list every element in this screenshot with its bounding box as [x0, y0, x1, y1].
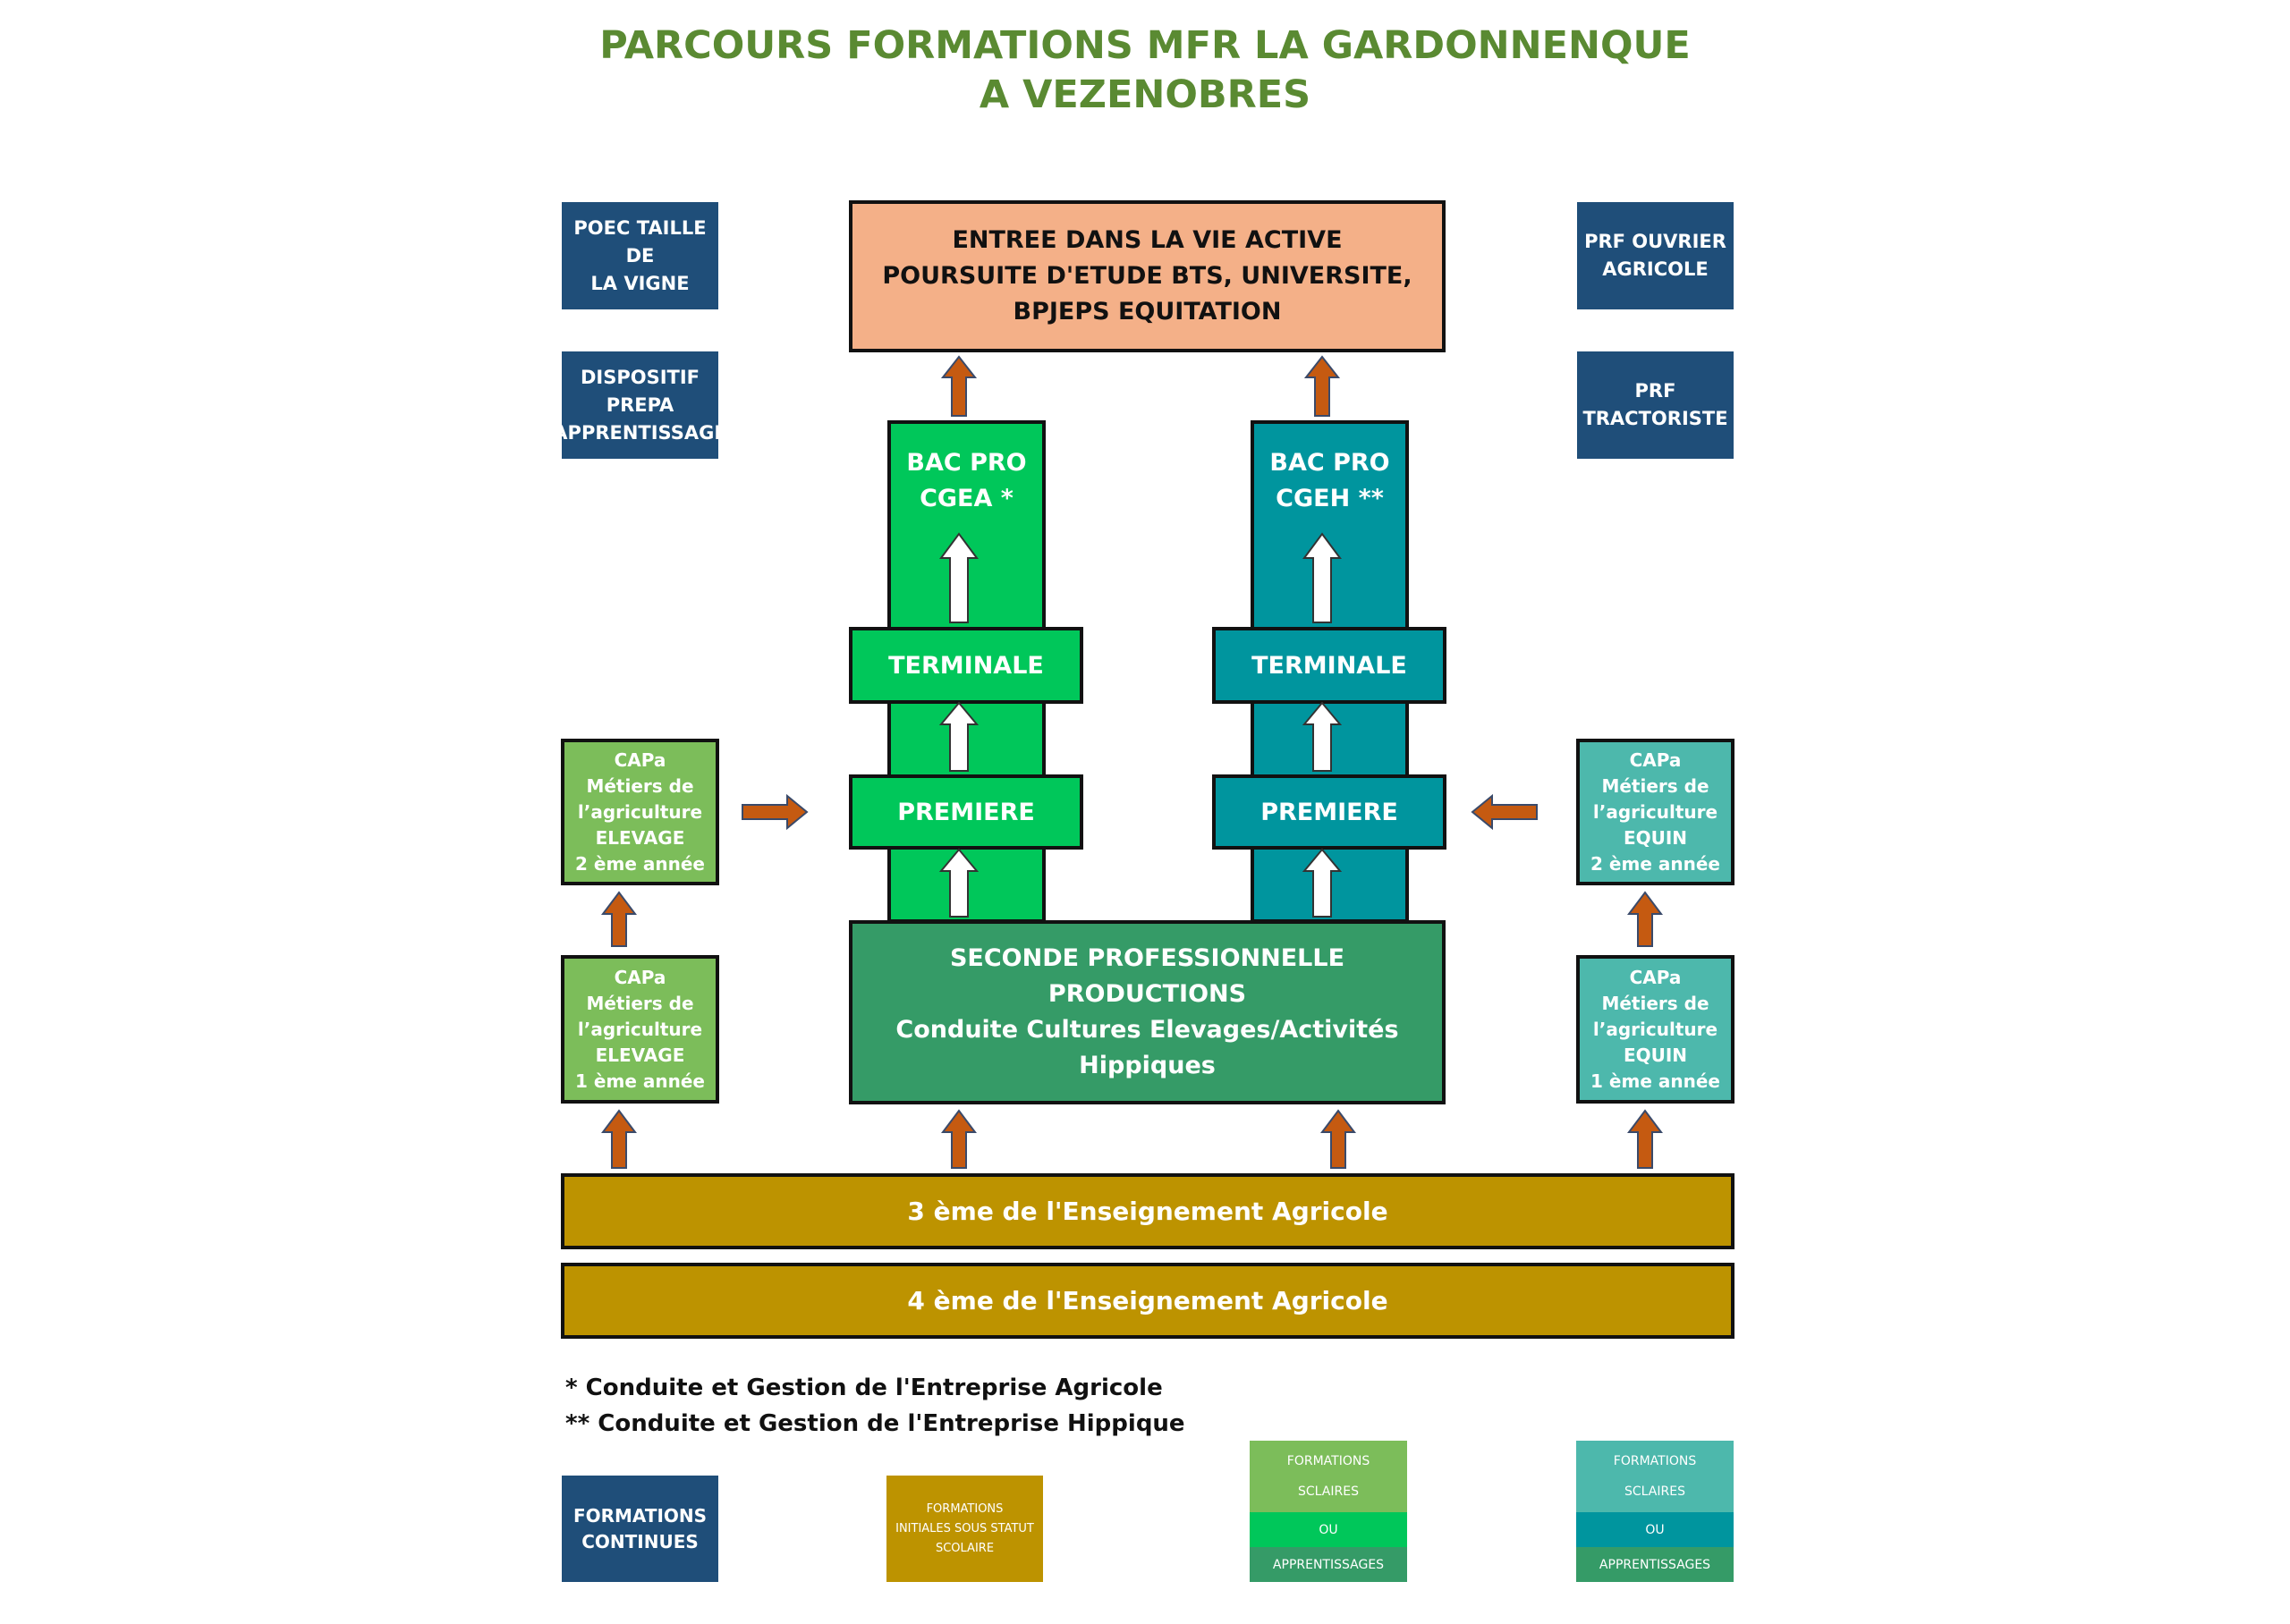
cgea-terminale-box: TERMINALE — [849, 627, 1083, 704]
arrow-white-cgea-premiere-to-terminale — [938, 701, 980, 772]
seconde-professionnelle-box: SECONDE PROFESSIONNELLE PRODUCTIONS Cond… — [849, 920, 1446, 1104]
arrow-troisieme-to-seconde-right — [1320, 1109, 1356, 1169]
diagram-title-line-2: A VEZENOBRES — [979, 72, 1311, 117]
vie-active-box: ENTREE DANS LA VIE ACTIVE POURSUITE D'ET… — [849, 200, 1446, 352]
footnote-cgea: * Conduite et Gestion de l'Entreprise Ag… — [565, 1374, 1163, 1401]
legend-green-apprentissages: APPRENTISSAGES — [1250, 1547, 1407, 1582]
legend-teal-apprentissages: APPRENTISSAGES — [1576, 1547, 1734, 1582]
legend-green-sclaires: SCLAIRES — [1298, 1484, 1359, 1499]
legend-teal-formations: FORMATIONS — [1613, 1454, 1697, 1468]
legend-green-ou: OU — [1250, 1512, 1407, 1547]
cgeh-terminale-box: TERMINALE — [1212, 627, 1446, 704]
prf-ouvrier-agricole-box: PRF OUVRIER AGRICOLE — [1577, 202, 1734, 309]
legend-teal-sclaires: SCLAIRES — [1624, 1484, 1685, 1499]
capa-elevage-2eme-box: CAPa Métiers de l’agriculture ELEVAGE 2 … — [561, 739, 719, 885]
arrow-cgeh-to-vie-active — [1303, 355, 1341, 417]
arrow-capa-elevage-1-to-2 — [601, 891, 637, 947]
legend-teal-ou: OU — [1576, 1512, 1734, 1547]
arrow-capa-equin-to-premiere — [1471, 793, 1538, 831]
arrow-white-cgea-terminale-to-bac — [939, 532, 979, 623]
troisieme-bar: 3 ème de l'Enseignement Agricole — [561, 1173, 1734, 1249]
arrow-troisieme-to-capa-elevage — [601, 1109, 637, 1169]
cgeh-premiere-box: PREMIERE — [1212, 774, 1446, 850]
capa-equin-2eme-box: CAPa Métiers de l’agriculture EQUIN 2 èm… — [1576, 739, 1734, 885]
arrow-troisieme-to-seconde-left — [941, 1109, 977, 1169]
diagram-title-line-1: PARCOURS FORMATIONS MFR LA GARDONNENQUE — [599, 23, 1691, 68]
capa-equin-1ere-box: CAPa Métiers de l’agriculture EQUIN 1 èm… — [1576, 955, 1734, 1104]
arrow-white-cgeh-premiere-to-terminale — [1302, 701, 1343, 772]
poec-taille-vigne-box: POEC TAILLE DE LA VIGNE — [562, 202, 718, 309]
capa-elevage-1ere-box: CAPa Métiers de l’agriculture ELEVAGE 1 … — [561, 955, 719, 1104]
arrow-white-cgea-seconde-to-premiere — [938, 848, 980, 918]
arrow-troisieme-to-capa-equin — [1627, 1109, 1663, 1169]
legend-teal-top: FORMATIONS SCLAIRES — [1576, 1441, 1734, 1512]
legend-formations-continues: FORMATIONS CONTINUES — [562, 1476, 718, 1582]
arrow-capa-elevage-to-premiere — [742, 793, 809, 831]
legend-formations-initiales: FORMATIONS INITIALES SOUS STATUT SCOLAIR… — [886, 1476, 1043, 1582]
legend-green-top: FORMATIONS SCLAIRES — [1250, 1441, 1407, 1512]
legend-green-formations: FORMATIONS — [1286, 1454, 1370, 1468]
arrow-capa-equin-1-to-2 — [1627, 891, 1663, 947]
arrow-white-cgeh-seconde-to-premiere — [1302, 848, 1343, 918]
dispositif-prepa-box: DISPOSITIF PREPA APPRENTISSAGE — [553, 351, 727, 459]
footnote-cgeh: ** Conduite et Gestion de l'Entreprise H… — [565, 1410, 1185, 1437]
cgea-premiere-box: PREMIERE — [849, 774, 1083, 850]
quatrieme-bar: 4 ème de l'Enseignement Agricole — [561, 1263, 1734, 1339]
prf-tractoriste-box: PRF TRACTORISTE — [1577, 351, 1734, 459]
arrow-white-cgeh-terminale-to-bac — [1302, 532, 1342, 623]
arrow-cgea-to-vie-active — [940, 355, 978, 417]
